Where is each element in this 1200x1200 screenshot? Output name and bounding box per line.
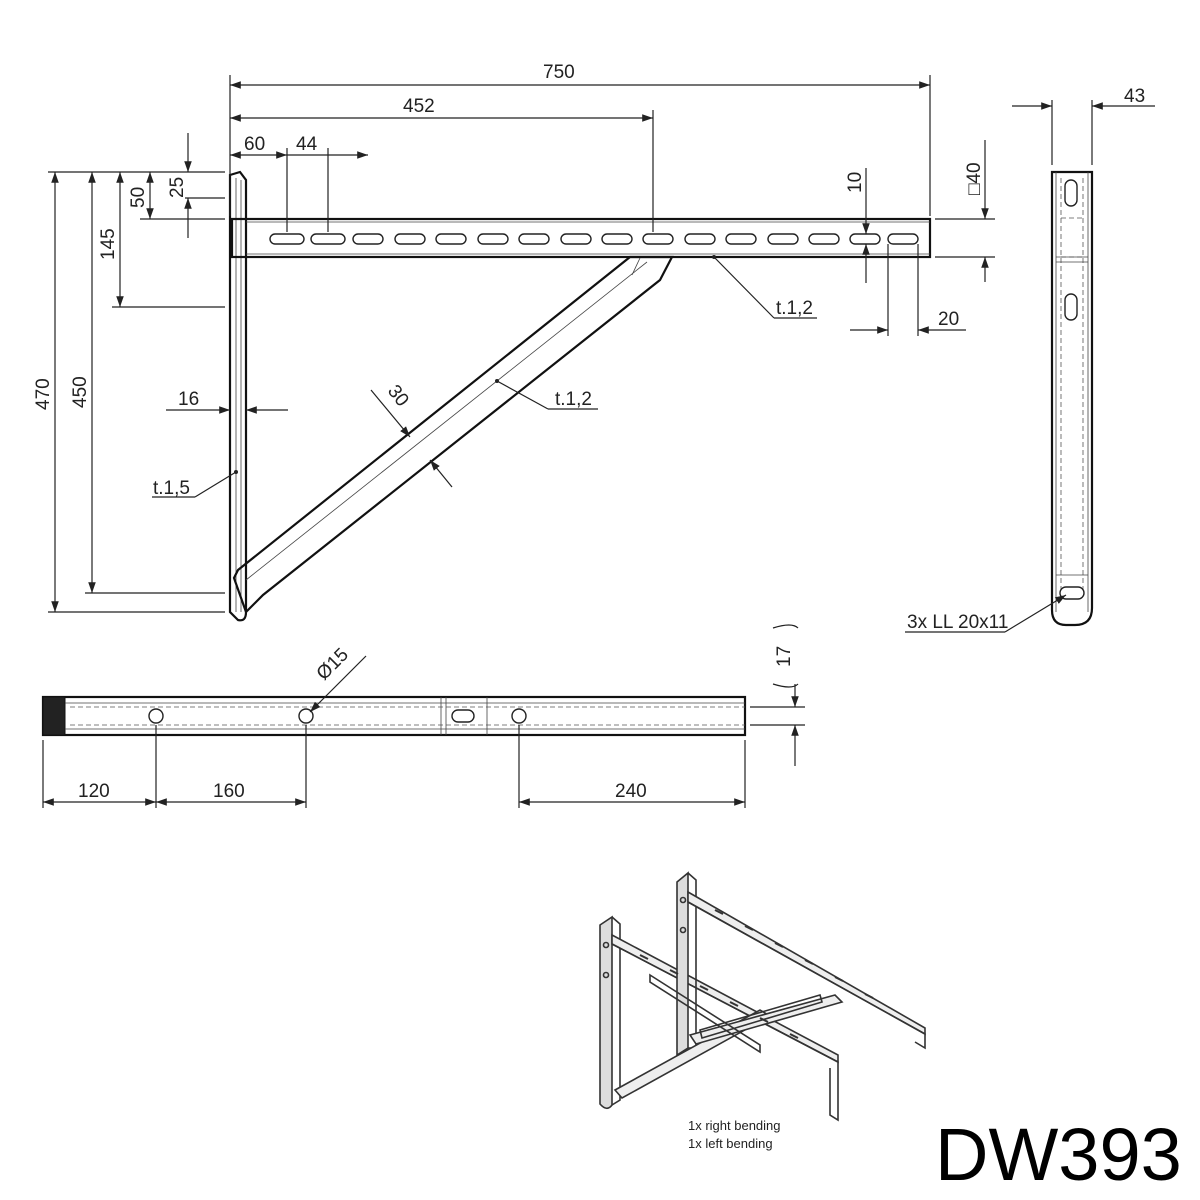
side-slot-top — [1064, 179, 1078, 207]
dim-160: 160 — [213, 781, 245, 802]
arm-thickness: t.1,2 — [776, 298, 813, 319]
post-thickness: t.1,5 — [153, 478, 190, 499]
model-title: DW393 — [935, 1113, 1182, 1196]
bending-note-left: 1x left bending — [688, 1136, 773, 1151]
side-slot-mid — [1064, 293, 1078, 321]
dim-profile-40: □40 — [964, 162, 985, 195]
brace-thickness: t.1,2 — [555, 389, 592, 410]
dim-43: 43 — [1124, 86, 1145, 107]
dim-44: 44 — [296, 134, 318, 155]
dim-16: 16 — [178, 389, 199, 410]
dim-17: 17 — [774, 646, 795, 667]
side-slot-bottom — [1059, 586, 1085, 600]
dim-470: 470 — [33, 378, 54, 410]
dim-50: 50 — [128, 187, 149, 208]
isometric-preview — [599, 871, 926, 1122]
dim-hole-diameter: Ø15 — [313, 644, 353, 684]
dim-240: 240 — [615, 781, 647, 802]
slots-note: 3x LL 20x11 — [907, 612, 1008, 633]
dim-25: 25 — [167, 177, 188, 198]
side-view: 43 3x LL 20x11 — [905, 86, 1155, 633]
bending-note-right: 1x right bending — [688, 1118, 781, 1133]
dim-60: 60 — [244, 134, 265, 155]
dim-120: 120 — [78, 781, 110, 802]
bottom-view: 120 160 240 Ø15 17 — [41, 624, 805, 808]
dim-450: 450 — [70, 376, 91, 408]
dim-145: 145 — [98, 228, 119, 260]
dim-452: 452 — [403, 96, 435, 117]
dim-750: 750 — [543, 62, 575, 83]
dim-10: 10 — [845, 172, 866, 193]
arm-slots — [269, 233, 919, 245]
dim-30: 30 — [383, 381, 413, 411]
dim-20: 20 — [938, 309, 959, 330]
front-view: 750 452 60 44 25 50 145 450 470 — [33, 62, 995, 622]
